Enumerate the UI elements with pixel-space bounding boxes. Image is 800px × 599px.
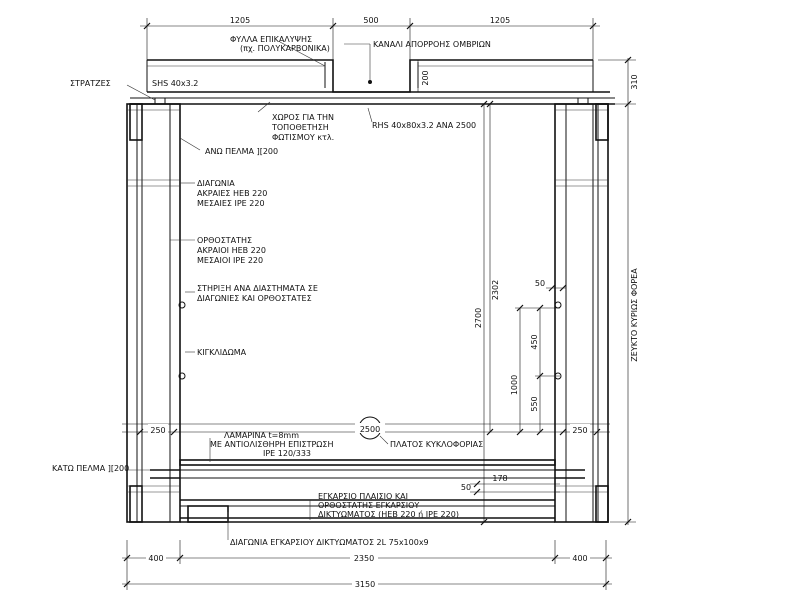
- label-plate-3: IPE 120/333: [263, 449, 311, 458]
- label-bottom-flange: ΚΑΤΩ ΠΕΛΜΑ ][200: [52, 464, 129, 473]
- right-dimension-chain: 310 ΖΕΥΚΤΟ ΚΥΡΙΩΣ ΦΟΡΕΑ: [598, 56, 639, 526]
- label-rhs: RHS 40x80x3.2 ΑΝΑ 2500: [372, 121, 476, 130]
- label-purlins: ΣΤΡΑΤΖΕΣ: [70, 79, 111, 88]
- label-post-2: ΑΚΡΑΙΟΙ HEB 220: [197, 246, 266, 255]
- right-side-truss: [554, 97, 609, 523]
- label-gutter: ΚΑΝΑΛΙ ΑΠΟΡΡΟΗΣ ΟΜΒΡΙΩΝ: [373, 40, 491, 49]
- dim-clear-width: 2500: [360, 425, 380, 434]
- label-walkway-width: ΠΛΑΤΟΣ ΚΥΚΛΟΦΟΡΙΑΣ: [390, 440, 483, 449]
- dim-bottom-mid: 2350: [354, 554, 374, 563]
- top-dimension-chain: 1205 500 1205: [140, 16, 600, 60]
- label-diagonal-1: ΔΙΑΓΩΝΙΑ: [197, 179, 235, 188]
- label-post-3: ΜΕΣΑΙΟΙ IPE 220: [197, 256, 263, 265]
- dim-height-total: 2700: [474, 308, 483, 328]
- label-support-2: ΔΙΑΓΩΝΙΕΣ ΚΑΙ ΟΡΘΟΣΤΑΤΕΣ: [197, 294, 312, 303]
- dim-bottom-right: 400: [572, 554, 587, 563]
- dim-rail-height: 1000: [510, 375, 519, 395]
- annotation-labels: ΚΑΝΑΛΙ ΑΠΟΡΡΟΗΣ ΟΜΒΡΙΩΝ ΦΥΛΛΑ ΕΠΙΚΑΛΥΨΗΣ…: [52, 35, 491, 547]
- label-cross-1: ΕΓΚΑΡΣΙΟ ΠΛΑΙΣΙΟ ΚΑΙ: [318, 492, 408, 501]
- dim-rail-bottom: 550: [530, 396, 539, 411]
- label-post-1: ΟΡΘΟΣΤΑΤΗΣ: [197, 236, 252, 245]
- dim-top-left: 1205: [230, 16, 250, 25]
- dim-height-clear: 2302: [491, 280, 500, 300]
- label-diagonal-3: ΜΕΣΑΙΕΣ IPE 220: [197, 199, 265, 208]
- dim-rail-spacing: 450: [530, 334, 539, 349]
- label-shs: SHS 40x3.2: [152, 79, 198, 88]
- label-cross-3: ΔΙΚΤΥΩΜΑΤΟΣ (HEB 220 ή IPE 220): [318, 510, 459, 519]
- label-support-1: ΣΤΗΡΙΞΗ ΑΝΑ ΔΙΑΣΤΗΜΑΤΑ ΣΕ: [197, 284, 318, 293]
- label-top-flange: ΑΝΩ ΠΕΛΜΑ ][200: [205, 147, 278, 156]
- label-cross-2: ΟΡΘΟΣΤΑΤΗΣ ΕΓΚΑΡΣΙΟΥ: [318, 501, 419, 510]
- dim-bottom-total: 3150: [355, 580, 375, 589]
- label-plate-2: ΜΕ ΑΝΤΙΟΛΙΣΘΗΡΗ ΕΠΙΣΤΡΩΣΗ: [210, 440, 333, 449]
- label-pv-space-2: ΤΟΠΟΘΕΤΗΣΗ: [271, 123, 329, 132]
- dim-right-edge: 250: [572, 426, 587, 435]
- dim-left-edge: 250: [150, 426, 165, 435]
- dim-right-full-label: ΖΕΥΚΤΟ ΚΥΡΙΩΣ ΦΟΡΕΑ: [630, 268, 639, 362]
- dim-roof-height: 200: [421, 70, 430, 85]
- label-plate-1: ΛΑΜΑΡΙΝΑ t=8mm: [224, 431, 299, 440]
- bottom-dimension-chains: 400 2350 400 3150: [122, 540, 612, 590]
- dim-deck-offset: 50: [461, 483, 471, 492]
- dim-top-right: 1205: [490, 16, 510, 25]
- dim-post-offset: 50: [535, 279, 545, 288]
- left-side-truss: [126, 97, 186, 523]
- dim-right-top: 310: [630, 74, 639, 89]
- deck-level-dimensions: 178 50: [461, 474, 560, 496]
- deck-width-dimensions: 250 250 2500: [122, 416, 610, 440]
- dim-top-mid: 500: [363, 16, 378, 25]
- roof-structure: [130, 59, 615, 105]
- deck-structure: [150, 459, 585, 523]
- label-cross-diagonal: ΔΙΑΓΩΝΙΑ ΕΓΚΑΡΣΙΟΥ ΔΙΚΤΥΩΜΑΤΟΣ 2L 75x100…: [230, 538, 429, 547]
- label-diagonal-2: ΑΚΡΑΙΕΣ HEB 220: [197, 189, 267, 198]
- label-railing: ΚΙΓΚΛΙΔΩΜΑ: [197, 348, 247, 357]
- label-roof-sheets-1: ΦΥΛΛΑ ΕΠΙΚΑΛΥΨΗΣ: [230, 35, 312, 44]
- label-roof-sheets-2: (πχ. ΠΟΛΥΚΑΡΒΟΝΙΚΑ): [240, 44, 330, 53]
- label-pv-space-1: ΧΩΡΟΣ ΓΙΑ ΤΗΝ: [272, 113, 334, 122]
- dim-bottom-left: 400: [148, 554, 163, 563]
- label-pv-space-3: ΦΩΤΙΣΜΟΥ κτλ.: [272, 133, 334, 142]
